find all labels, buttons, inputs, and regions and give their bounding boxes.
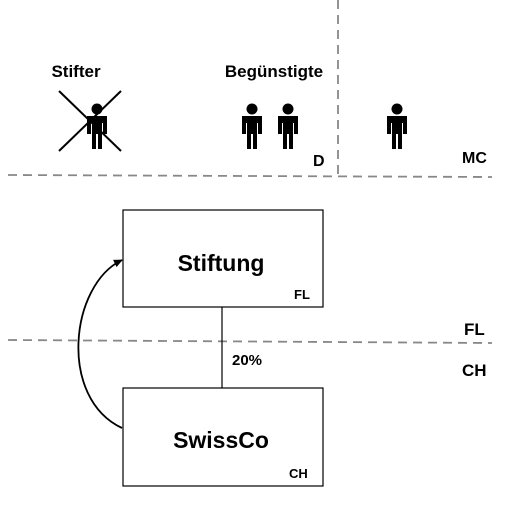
stiftung-country-tag: FL (294, 287, 310, 302)
border-top-horizontal (7, 174, 493, 178)
swissco-title: SwissCo (173, 427, 269, 453)
stifter-label: Stifter (51, 62, 101, 81)
border-fl-ch-horizontal (7, 339, 493, 344)
beguenstigte-label: Begünstigte (225, 62, 323, 81)
country-label-fl: FL (464, 320, 485, 339)
swissco-country-tag: CH (289, 466, 308, 481)
flow-arrow (77, 259, 123, 429)
stifter-person-icon (87, 103, 107, 149)
country-label-mc: MC (462, 150, 487, 167)
cross-out-icon (58, 90, 122, 152)
beguenstigte-persons-icon (242, 103, 298, 149)
country-label-d: D (313, 153, 325, 170)
stiftung-box (122, 209, 324, 308)
mc-person-icon (387, 103, 407, 149)
country-label-ch: CH (462, 361, 487, 380)
stiftung-title: Stiftung (178, 250, 265, 276)
ownership-percent-label: 20% (232, 352, 262, 369)
swissco-box (122, 387, 324, 487)
